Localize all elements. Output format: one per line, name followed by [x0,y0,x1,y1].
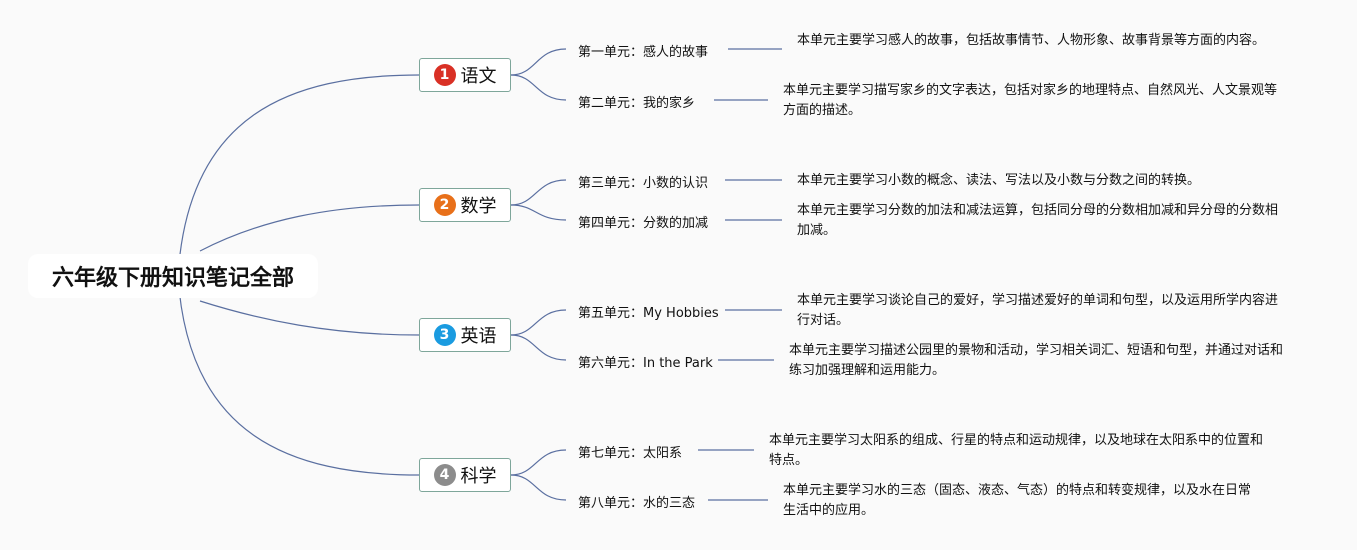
subject-to-unit-line [510,179,567,206]
unit-desc-6[interactable]: 本单元主要学习描述公园里的景物和活动，学习相关词汇、短语和句型，并通过对话和练习… [789,343,1284,378]
unit-node-2[interactable]: 第二单元：我的家乡 [578,96,696,111]
root-to-subject-line [199,300,420,336]
unit-node-3[interactable]: 第三单元：小数的认识 [578,176,709,191]
unit-node-1[interactable]: 第一单元：感人的故事 [578,45,709,60]
unit-desc-2[interactable]: 本单元主要学习描写家乡的文字表达，包括对家乡的地理特点、自然风光、人文景观等方面… [783,83,1278,118]
unit-desc-7[interactable]: 本单元主要学习太阳系的组成、行星的特点和运动规律，以及地球在太阳系中的位置和特点… [769,433,1264,468]
root-topic[interactable]: 六年级下册知识笔记全部 [28,254,318,298]
subject-node-english[interactable]: 3 英语 [419,318,511,352]
subject-node-chinese[interactable]: 1 语文 [419,58,511,92]
unit-node-4[interactable]: 第四单元：分数的加减 [578,216,709,231]
number-3-icon: 3 [433,324,456,346]
unit-desc-3[interactable]: 本单元主要学习小数的概念、读法、写法以及小数与分数之间的转换。 [797,173,1201,188]
subject-to-unit-line [510,74,567,101]
subject-to-unit-line [510,449,567,476]
number-1-icon: 1 [433,64,456,86]
unit-desc-4[interactable]: 本单元主要学习分数的加法和减法运算，包括同分母的分数相加减和异分母的分数相加减。 [797,203,1279,238]
unit-desc-5[interactable]: 本单元主要学习谈论自己的爱好，学习描述爱好的单词和句型，以及运用所学内容进行对话… [797,293,1279,328]
subject-node-science[interactable]: 4 科学 [419,458,511,492]
root-to-subject-line [199,204,420,252]
subject-to-unit-line [510,309,567,336]
subject-to-unit-line [510,204,567,221]
subject-node-math[interactable]: 2 数学 [419,188,511,222]
subject-label: 数学 [460,196,497,217]
subject-label: 英语 [460,326,497,347]
subject-label: 语文 [460,66,497,87]
unit-node-8[interactable]: 第八单元：水的三态 [578,496,696,511]
subject-label: 科学 [460,466,497,487]
number-4-icon: 4 [433,464,456,486]
unit-desc-1[interactable]: 本单元主要学习感人的故事，包括故事情节、人物形象、故事背景等方面的内容。 [797,33,1266,48]
unit-node-7[interactable]: 第七单元：太阳系 [578,446,683,461]
unit-desc-8[interactable]: 本单元主要学习水的三态（固态、液态、气态）的特点和转变规律，以及水在日常生活中的… [783,483,1252,518]
number-2-icon: 2 [433,194,456,216]
root-title: 六年级下册知识笔记全部 [51,266,294,291]
root-to-subject-line [177,74,420,277]
subject-to-unit-line [510,48,567,76]
unit-node-5[interactable]: 第五单元：My Hobbies [578,306,719,321]
subject-to-unit-line [510,474,567,501]
unit-node-6[interactable]: 第六单元：In the Park [578,356,713,371]
root-to-subject-line [177,275,420,476]
subject-to-unit-line [510,334,567,361]
